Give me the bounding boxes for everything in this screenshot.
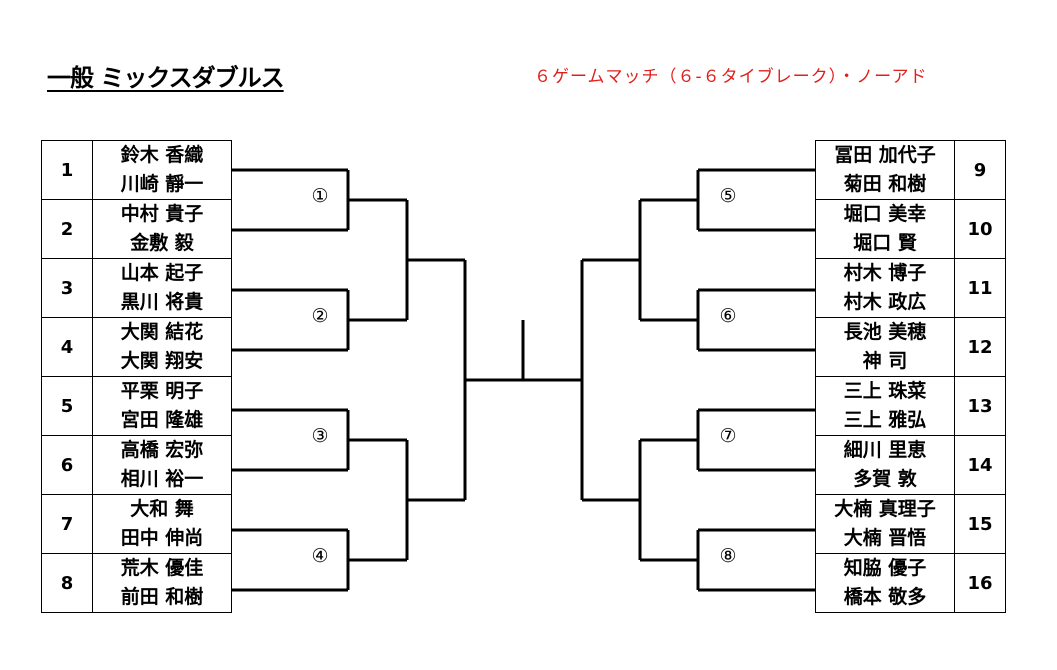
player-name: 細川 里恵 (843, 439, 927, 461)
player-name: 橋本 敬多 (843, 586, 927, 608)
player-name: 川崎 靜一 (120, 173, 204, 195)
pair-names: 高橋 宏弥相川 裕一 (92, 435, 232, 495)
seed-number: 15 (954, 494, 1006, 554)
seed-number: 2 (41, 199, 93, 259)
seed-number: 13 (954, 376, 1006, 436)
pair-names: 細川 里恵多賀 敦 (815, 435, 955, 495)
player-name: 相川 裕一 (120, 468, 204, 490)
draw-entry: 三上 珠菜三上 雅弘 13 (815, 376, 1006, 436)
match-number: ③ (311, 425, 329, 447)
player-name: 金敷 毅 (130, 232, 194, 254)
player-name: 山本 起子 (120, 262, 204, 284)
player-name: 三上 珠菜 (843, 380, 927, 402)
player-name: 三上 雅弘 (843, 409, 927, 431)
player-name: 鈴木 香織 (120, 144, 204, 166)
pair-names: 大関 結花大関 翔安 (92, 317, 232, 377)
seed-number: 11 (954, 258, 1006, 318)
player-name: 大楠 真理子 (834, 498, 936, 520)
match-number: ⑥ (719, 305, 737, 327)
seed-number: 8 (41, 553, 93, 613)
match-number: ① (311, 185, 329, 207)
pair-names: 大楠 真理子大楠 晋悟 (815, 494, 955, 554)
player-name: 大楠 晋悟 (843, 527, 927, 549)
match-number: ④ (311, 545, 329, 567)
player-name: 冨田 加代子 (834, 144, 936, 166)
page-title: 一般 ミックスダブルス (47, 64, 285, 92)
player-name: 神 司 (862, 350, 908, 372)
seed-number: 12 (954, 317, 1006, 377)
seed-number: 16 (954, 553, 1006, 613)
player-name: 菊田 和樹 (843, 173, 927, 195)
match-number: ⑦ (719, 425, 737, 447)
seed-number: 10 (954, 199, 1006, 259)
player-name: 田中 伸尚 (120, 527, 204, 549)
seed-number: 4 (41, 317, 93, 377)
player-name: 多賀 敦 (853, 468, 917, 490)
match-rule: ６ゲームマッチ（６-６タイブレーク）・ノーアド (534, 67, 928, 87)
match-number: ⑧ (719, 545, 737, 567)
player-name: 大関 翔安 (120, 350, 204, 372)
pair-names: 中村 貴子金敷 毅 (92, 199, 232, 259)
pair-names: 冨田 加代子菊田 和樹 (815, 140, 955, 200)
player-name: 堀口 賢 (853, 232, 917, 254)
pair-names: 平栗 明子宮田 隆雄 (92, 376, 232, 436)
player-name: 黒川 将貴 (120, 291, 204, 313)
seed-number: 3 (41, 258, 93, 318)
match-number: ② (311, 305, 329, 327)
pair-names: 知脇 優子橋本 敬多 (815, 553, 955, 613)
player-name: 平栗 明子 (120, 380, 204, 402)
player-name: 高橋 宏弥 (120, 439, 204, 461)
match-number: ⑤ (719, 185, 737, 207)
pair-names: 大和 舞田中 伸尚 (92, 494, 232, 554)
player-name: 堀口 美幸 (843, 203, 927, 225)
player-name: 大和 舞 (130, 498, 194, 520)
player-name: 中村 貴子 (120, 203, 204, 225)
player-name: 村木 政広 (843, 291, 927, 313)
player-name: 荒木 優佳 (120, 557, 204, 579)
seed-number: 6 (41, 435, 93, 495)
pair-names: 鈴木 香織川崎 靜一 (92, 140, 232, 200)
pair-names: 長池 美穂神 司 (815, 317, 955, 377)
pair-names: 堀口 美幸堀口 賢 (815, 199, 955, 259)
player-name: 知脇 優子 (843, 557, 927, 579)
player-name: 長池 美穂 (843, 321, 927, 343)
player-name: 宮田 隆雄 (120, 409, 204, 431)
player-name: 大関 結花 (120, 321, 204, 343)
player-name: 村木 博子 (843, 262, 927, 284)
pair-names: 荒木 優佳前田 和樹 (92, 553, 232, 613)
player-name: 前田 和樹 (120, 586, 204, 608)
